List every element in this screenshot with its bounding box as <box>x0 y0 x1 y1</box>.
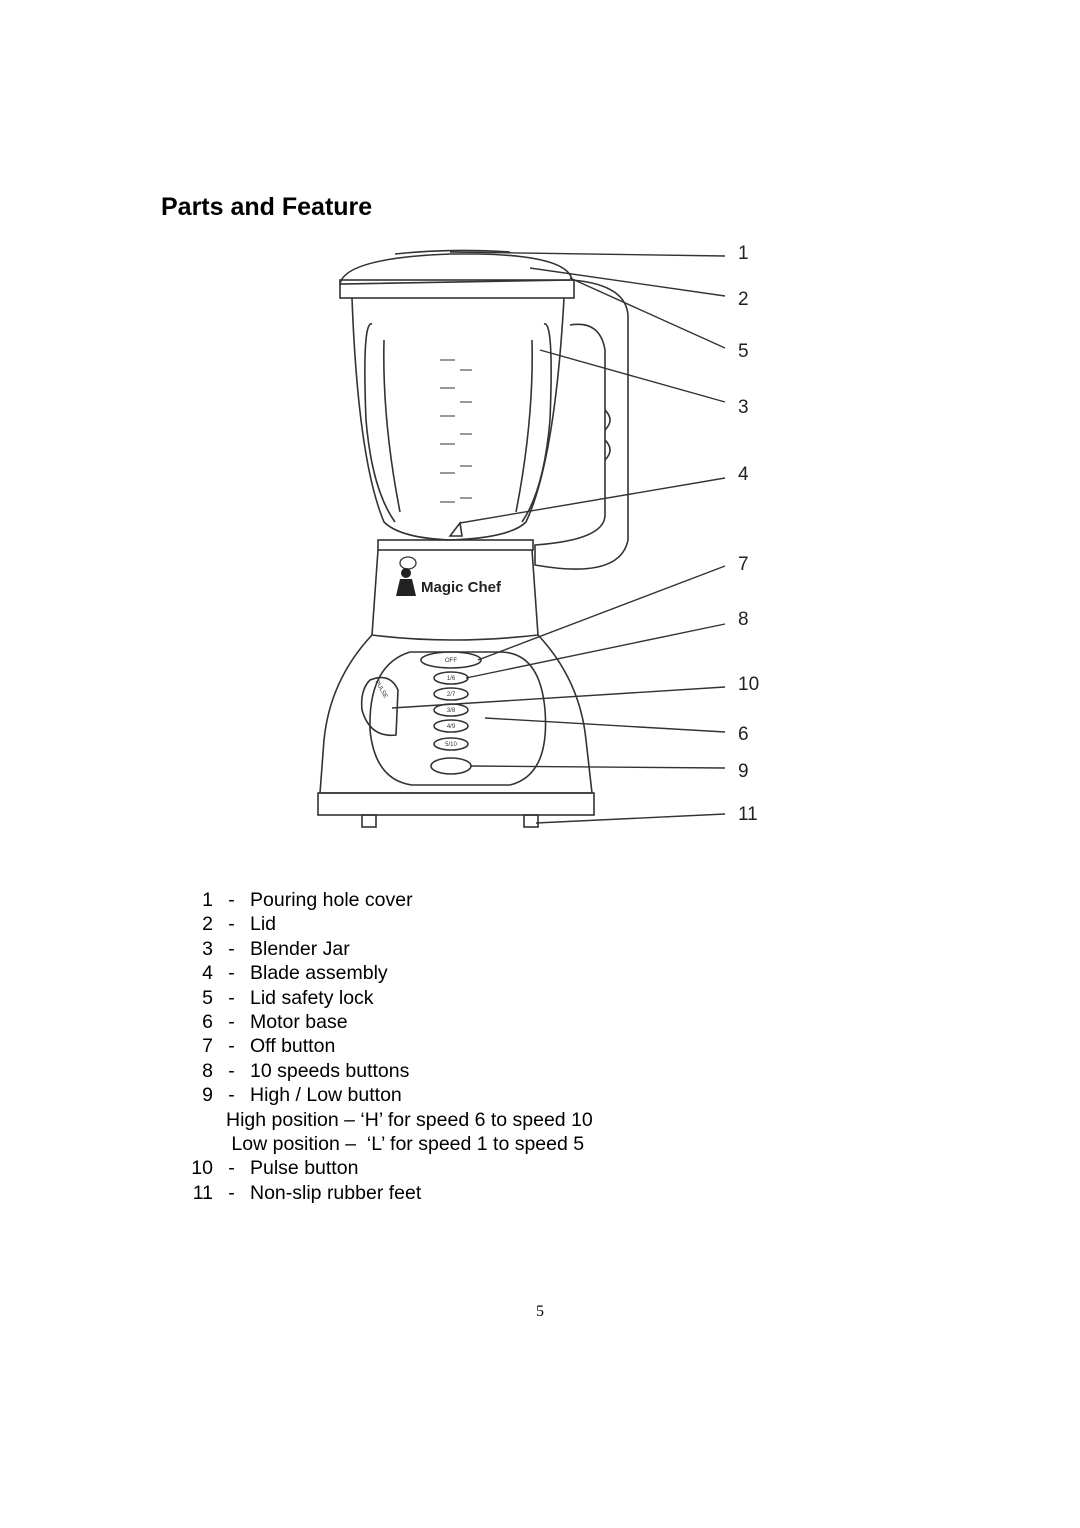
off-button-shape <box>420 651 482 669</box>
rubber-foot-right <box>523 814 539 828</box>
legend-note: Low position – ‘L’ for speed 1 to speed … <box>226 1133 585 1156</box>
button-label: 1/6 <box>447 676 456 682</box>
legend-label: 10 speeds buttons <box>250 1059 410 1082</box>
legend-item: 5-Lid safety lock <box>202 986 374 1009</box>
rubber-foot-left <box>361 814 377 828</box>
pulse-label: PULSE <box>373 679 388 699</box>
legend-item: 2-Lid <box>202 913 277 936</box>
page-title: Parts and Feature <box>161 193 373 221</box>
callout-number: 4 <box>738 464 749 485</box>
legend-label: Non-slip rubber feet <box>250 1181 422 1204</box>
legend-label: High / Low button <box>250 1084 402 1107</box>
callout-number: 6 <box>738 724 749 745</box>
page-number: 5 <box>536 1303 544 1320</box>
legend-label: Pulse button <box>250 1157 359 1180</box>
callout-number: 11 <box>738 804 758 825</box>
lid-rim-shape <box>339 279 575 299</box>
legend-note: High position – ‘H’ for speed 6 to speed… <box>226 1108 593 1131</box>
parts-legend: 1-Pouring hole cover 2-Lid 3-Blender Jar… <box>170 888 593 1205</box>
pouring-hole-cover-shape <box>394 249 511 255</box>
legend-item: 7-Off button <box>202 1035 336 1058</box>
blender-illustration: Magic Chef OFF 1/6 2/7 3/8 4/9 5/10 PULS… <box>317 243 759 828</box>
callout-number: 5 <box>738 341 749 362</box>
legend-item: 8-10 speeds buttons <box>202 1059 410 1082</box>
legend-item: 3-Blender Jar <box>202 937 350 960</box>
button-label: OFF <box>445 658 457 664</box>
control-panel-shape <box>369 651 547 786</box>
legend-label: Off button <box>250 1035 336 1058</box>
motor-base-collar-shape <box>371 549 539 641</box>
legend-item: 1-Pouring hole cover <box>202 889 413 911</box>
legend-label: Pouring hole cover <box>250 889 413 911</box>
callout-number: 10 <box>738 674 759 695</box>
legend-item: 11-Non-slip rubber feet <box>192 1181 422 1204</box>
magic-chef-logo: Magic Chef <box>396 556 502 596</box>
legend-label: Lid safety lock <box>250 986 374 1009</box>
button-label: 2/7 <box>447 692 456 698</box>
legend-item: 9-High / Low button <box>202 1084 402 1107</box>
callout-number: 2 <box>738 289 749 310</box>
jar-handle-shape <box>534 279 629 570</box>
blade-assembly-shape <box>448 521 463 537</box>
callout-number: 8 <box>738 609 749 630</box>
legend-item: 4-Blade assembly <box>202 962 388 985</box>
button-label: 5/10 <box>445 742 457 748</box>
legend-item: 10-Pulse button <box>191 1157 359 1180</box>
button-label: 4/9 <box>447 724 456 730</box>
callout-number: 3 <box>738 397 749 418</box>
legend-item: 6-Motor base <box>202 1011 348 1034</box>
high-low-button-shape <box>430 757 472 775</box>
blender-diagram: Magic Chef OFF 1/6 2/7 3/8 4/9 5/10 PULS… <box>300 240 780 850</box>
legend-label: Blade assembly <box>250 962 388 985</box>
legend-label: Blender Jar <box>250 937 350 960</box>
pulse-button-shape <box>360 676 399 737</box>
callout-number: 9 <box>738 761 749 782</box>
brand-logo-text: Magic Chef <box>421 579 502 596</box>
callout-number: 7 <box>738 554 749 575</box>
callout-number: 1 <box>738 243 749 264</box>
button-label: 3/8 <box>447 708 456 714</box>
legend-label: Motor base <box>250 1011 348 1034</box>
lid-shape <box>339 253 573 285</box>
legend-label: Lid <box>250 913 277 936</box>
